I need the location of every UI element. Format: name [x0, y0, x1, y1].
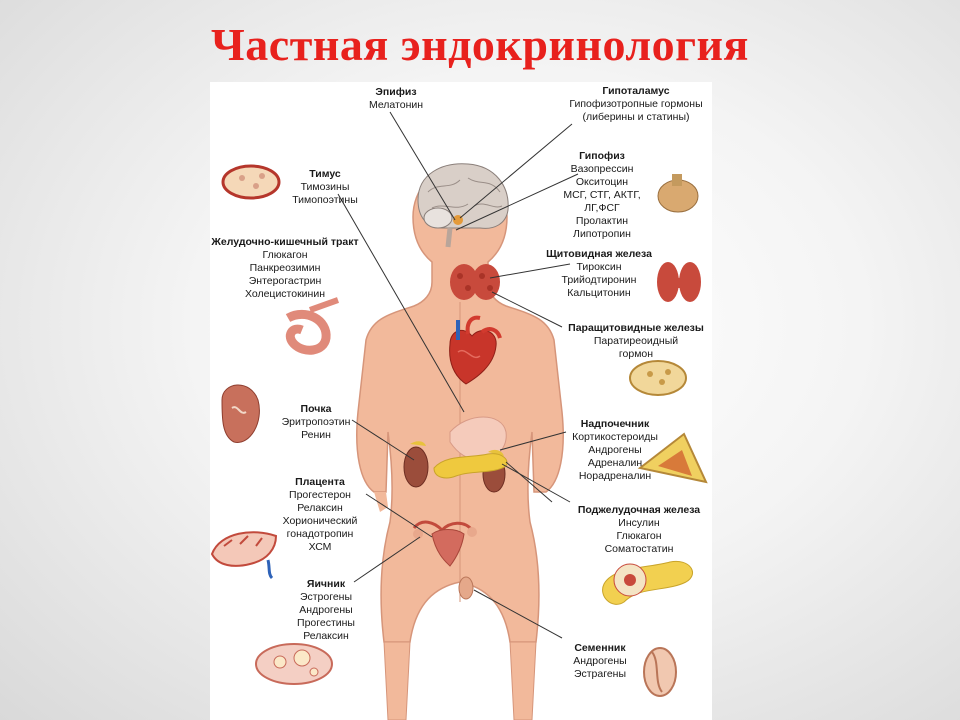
label-kidney-name: Почка	[300, 403, 332, 415]
parathyroid-icon	[629, 360, 687, 396]
label-ovary-name: Яичник	[306, 578, 346, 590]
label-testis: Семенник Андрогены Эстрагены	[560, 642, 640, 681]
label-placenta-hormone: гонадотропин	[286, 528, 354, 540]
label-adrenal-hormone: Андрогены	[588, 444, 642, 456]
label-hypophysis: Гипофиз Вазопрессин Окситоцин МСГ, СТГ, …	[546, 150, 658, 241]
label-epiphysis: Эпифиз Мелатонин	[356, 86, 436, 112]
label-kidney: Почка Эритропоэтин Ренин	[276, 403, 356, 442]
leader-lines	[337, 111, 579, 639]
label-git-hormone: Холецистокинин	[244, 288, 326, 300]
label-pancreas-hormone: Соматостатин	[604, 543, 674, 555]
label-ovary-hormone: Андрогены	[299, 604, 353, 616]
label-ovary-hormone: Релаксин	[303, 630, 349, 642]
thyroid-icon	[657, 262, 701, 302]
label-parathyroid-hormone: гормон	[618, 348, 654, 360]
label-thyroid-name: Щитовидная железа	[546, 248, 652, 260]
label-hypophysis-hormone: Вазопрессин	[570, 163, 634, 175]
label-hypothalamus: Гипоталамус Гипофизотропные гормоны (либ…	[560, 85, 712, 124]
thymus-icon	[221, 164, 281, 200]
heart-illustration	[449, 315, 502, 385]
label-pancreas-hormone: Инсулин	[618, 517, 660, 529]
label-kidney-hormone: Ренин	[301, 429, 331, 441]
label-parathyroid: Паращитовидные железы Паратиреоидный гор…	[560, 322, 712, 361]
label-thymus: Тимус Тимозины Тимопоэтины	[282, 168, 368, 207]
label-pancreas-name: Поджелудочная железа	[577, 504, 701, 516]
label-ovary: Яичник Эстрогены Андрогены Прогестины Ре…	[286, 578, 366, 643]
label-epiphysis-hormone: Мелатонин	[368, 99, 424, 111]
label-adrenal-hormone: Кортикостероиды	[572, 431, 658, 443]
label-ovary-hormone: Эстрогены	[299, 591, 353, 603]
label-testis-hormone: Андрогены	[573, 655, 627, 667]
label-testis-name: Семенник	[574, 642, 626, 654]
label-adrenal-hormone: Адреналин	[587, 457, 643, 469]
pancreas-icon	[602, 560, 693, 605]
label-hypophysis-hormone: Пролактин	[575, 215, 629, 227]
label-placenta-hormone: Хорионический	[282, 515, 358, 527]
label-ovary-hormone: Прогестины	[297, 617, 355, 629]
label-thyroid: Щитовидная железа Тироксин Трийодтиронин…	[536, 248, 662, 300]
label-hypophysis-name: Гипофиз	[579, 150, 625, 162]
label-hypothalamus-hormone: Гипофизотропные гормоны	[569, 98, 703, 110]
label-hypophysis-hormone: Липотропин	[573, 228, 631, 240]
label-hypophysis-hormone: МСГ, СТГ, АКТГ,	[563, 189, 641, 201]
brain-illustration	[417, 163, 509, 248]
label-thymus-name: Тимус	[309, 168, 341, 180]
label-placenta: Плацента Прогестерон Релаксин Хорионичес…	[268, 476, 372, 554]
label-git-hormone: Панкреозимин	[249, 262, 321, 274]
label-placenta-hormone: Релаксин	[297, 502, 343, 514]
label-hypothalamus-hormone: (либерины и статины)	[582, 111, 690, 123]
label-placenta-name: Плацента	[295, 476, 345, 488]
adrenal-icon	[637, 432, 708, 484]
label-testis-hormone: Эстрагены	[573, 668, 627, 680]
label-git: Желудочно-кишечный тракт Глюкагон Панкре…	[210, 236, 360, 301]
ovary-icon	[255, 643, 333, 685]
label-epiphysis-name: Эпифиз	[375, 86, 417, 98]
label-pancreas-hormone: Глюкагон	[616, 530, 662, 542]
endocrine-diagram: Эпифиз Мелатонин Гипоталамус Гипофизотро…	[210, 82, 712, 720]
label-placenta-hormone: ХСМ	[308, 541, 332, 553]
intestine-icon	[285, 297, 340, 355]
label-thyroid-hormone: Тироксин	[576, 261, 622, 273]
pituitary-icon	[657, 174, 699, 213]
thyroid-illustration	[450, 264, 500, 300]
slide-title: Частная эндокринология	[211, 19, 749, 70]
label-placenta-hormone: Прогестерон	[289, 489, 351, 501]
label-hypophysis-hormone: ЛГ,ФСГ	[584, 202, 620, 214]
label-kidney-hormone: Эритропоэтин	[281, 416, 351, 428]
kidney-section-icon	[221, 384, 260, 443]
placenta-icon	[210, 531, 278, 580]
label-thyroid-hormone: Трийодтиронин	[561, 274, 637, 286]
label-git-hormone: Глюкагон	[262, 249, 308, 261]
label-git-name: Желудочно-кишечный тракт	[211, 236, 359, 248]
label-parathyroid-name: Паращитовидные железы	[568, 322, 704, 334]
label-hypophysis-hormone: Окситоцин	[575, 176, 629, 188]
diagram-artwork	[210, 111, 708, 720]
label-thymus-hormone: Тимопоэтины	[292, 194, 358, 206]
label-thymus-hormone: Тимозины	[300, 181, 350, 193]
label-parathyroid-hormone: Паратиреоидный	[593, 335, 679, 347]
uterus-illustration	[412, 520, 477, 567]
label-adrenal-name: Надпочечник	[580, 418, 650, 430]
label-thyroid-hormone: Кальцитонин	[567, 287, 631, 299]
label-git-hormone: Энтерогастрин	[248, 275, 322, 287]
label-hypothalamus-name: Гипоталамус	[602, 85, 670, 97]
label-adrenal: Надпочечник Кортикостероиды Андрогены Ад…	[560, 418, 670, 483]
testis-section-icon	[643, 647, 677, 697]
label-pancreas: Поджелудочная железа Инсулин Глюкагон Со…	[566, 504, 712, 556]
label-adrenal-hormone: Норадреналин	[578, 470, 652, 482]
testis-illustration	[458, 576, 474, 600]
